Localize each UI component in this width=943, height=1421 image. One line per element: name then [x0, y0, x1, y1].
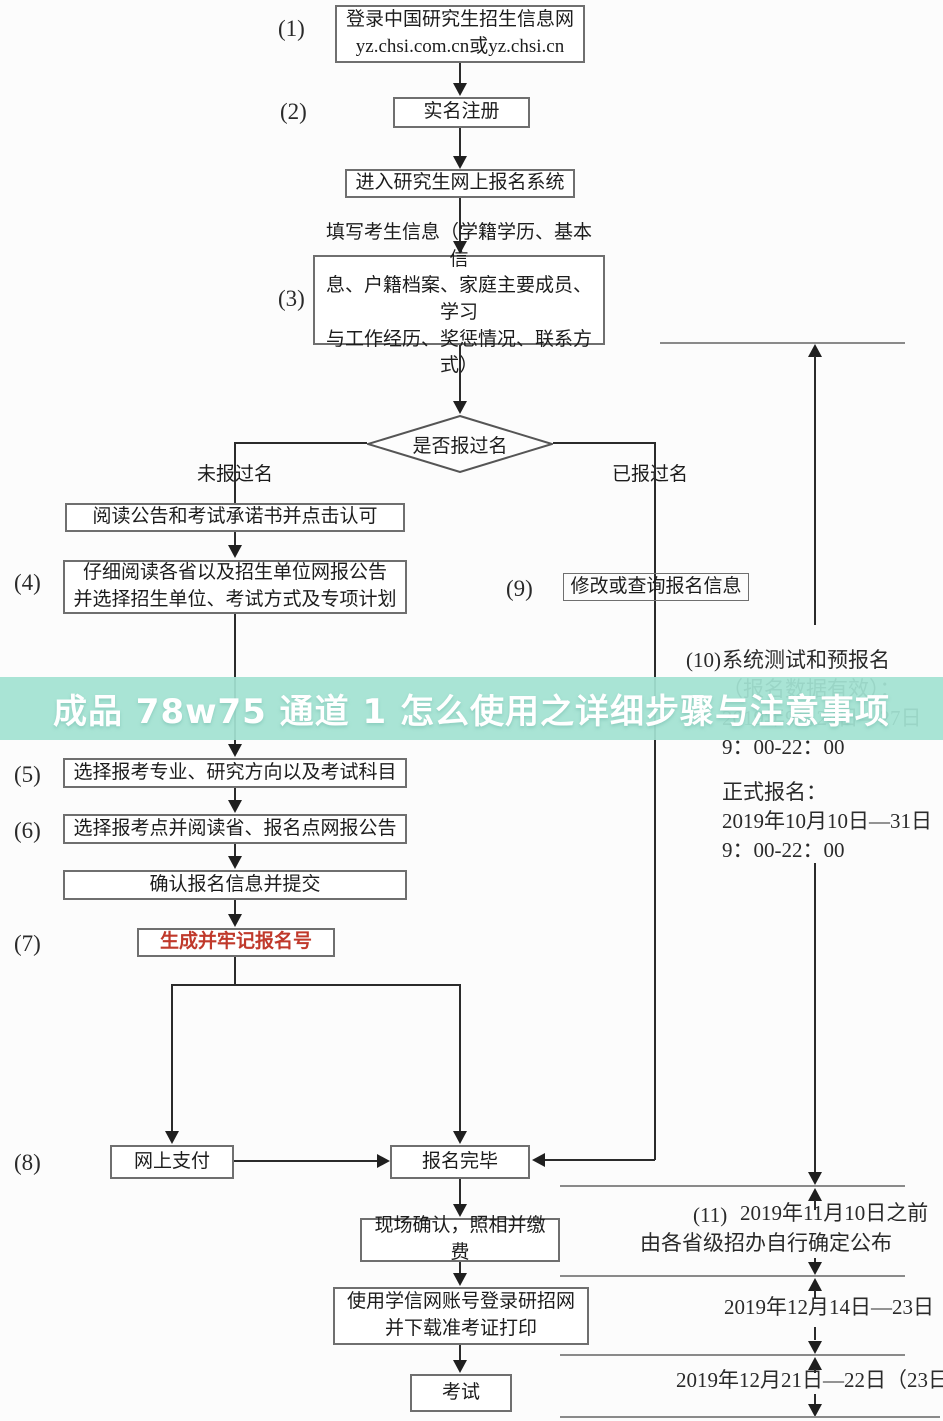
- flow-line: [654, 442, 656, 1160]
- arrowhead-down-icon: [808, 1404, 822, 1417]
- choose-site-box: 选择报考点并阅读省、报名点网报公告: [63, 814, 407, 844]
- step7-number: (7): [14, 931, 41, 956]
- flow-line: [234, 788, 236, 800]
- decision-diamond: 是否报过名: [364, 414, 556, 474]
- note12-text: 2019年12月14日—23日: [724, 1295, 934, 1319]
- arrowhead-up-icon: [808, 1188, 822, 1201]
- arrowhead-down-icon: [808, 1172, 822, 1185]
- read-notice-box: 阅读公告和考试承诺书并点击认可: [65, 503, 405, 532]
- note11-line2: 由各省级招办自行确定公布: [640, 1231, 892, 1255]
- online-pay-box: 网上支付: [110, 1145, 234, 1179]
- flow-line: [234, 900, 236, 914]
- exam-box: 考试: [410, 1374, 512, 1412]
- flow-line: [234, 957, 236, 985]
- step8-number: (8): [14, 1150, 41, 1175]
- print-ticket-box: 使用学信网账号登录研招网 并下载准考证打印: [333, 1287, 589, 1345]
- timeline-separator: [560, 1354, 905, 1356]
- flow-line: [234, 844, 236, 856]
- flow-line: [553, 442, 656, 444]
- flow-line: [459, 198, 461, 241]
- flow-line: [459, 984, 461, 1131]
- flow-line: [545, 1159, 655, 1161]
- arrowhead-down-icon: [228, 744, 242, 757]
- timeline-separator: [560, 1185, 905, 1187]
- arrowhead-down-icon: [453, 1273, 467, 1286]
- timeline-line: [814, 1290, 816, 1298]
- note10-line: 系统测试和预报名: [722, 648, 890, 672]
- confirm-submit-box: 确认报名信息并提交: [63, 870, 407, 900]
- timeline-line: [814, 1200, 816, 1210]
- note11-number: (11): [693, 1203, 728, 1227]
- register-box: 实名注册: [393, 97, 530, 128]
- remember-id-box: 生成并牢记报名号: [137, 928, 335, 957]
- arrowhead-down-icon: [453, 156, 467, 169]
- timeline-separator: [560, 1275, 905, 1277]
- enter-system-box: 进入研究生网上报名系统: [345, 169, 575, 198]
- branch-yes-label: 已报过名: [612, 464, 689, 485]
- promo-banner-text: 成品 78w75 通道 1 怎么使用之详细步骤与注意事项: [52, 692, 891, 732]
- arrowhead-up-icon: [808, 344, 822, 357]
- decision-label: 是否报过名: [412, 435, 508, 457]
- flow-line: [234, 442, 236, 503]
- arrowhead-down-icon: [453, 401, 467, 414]
- step3-number: (3): [278, 286, 305, 311]
- arrowhead-down-icon: [453, 83, 467, 96]
- arrowhead-right-icon: [377, 1154, 390, 1168]
- note11-line1: 2019年11月10日之前: [740, 1201, 929, 1225]
- arrowhead-down-icon: [453, 241, 467, 254]
- flow-line: [459, 1179, 461, 1205]
- step5-number: (5): [14, 762, 41, 787]
- note10-number: (10): [686, 648, 721, 672]
- timeline-separator: [660, 342, 905, 344]
- step9-number: (9): [506, 576, 533, 601]
- login-box: 登录中国研究生招生信息网 yz.chsi.com.cn或yz.chsi.cn: [335, 5, 585, 63]
- read-province-box: 仔细阅读各省以及招生单位网报公告 并选择招生单位、考试方式及专项计划: [63, 560, 407, 614]
- arrowhead-down-icon: [228, 914, 242, 927]
- note10-line: 2019年10月10日—31日: [722, 809, 932, 833]
- promo-banner: 成品 78w75 通道 1 怎么使用之详细步骤与注意事项: [0, 677, 943, 740]
- flow-line: [234, 1160, 377, 1162]
- step6-number: (6): [14, 818, 41, 843]
- note13-text: 2019年12月21日—22日（23日）: [676, 1368, 943, 1392]
- choose-major-box: 选择报考专业、研究方向以及考试科目: [63, 758, 407, 788]
- timeline-line: [814, 1369, 816, 1373]
- arrowhead-down-icon: [228, 856, 242, 869]
- note10-line: 9：00-22：00: [722, 838, 845, 862]
- flow-line: [459, 345, 461, 401]
- flow-line: [459, 1345, 461, 1361]
- arrowhead-down-icon: [228, 545, 242, 558]
- timeline-line: [814, 863, 816, 1173]
- arrowhead-up-icon: [808, 1278, 822, 1291]
- step2-number: (2): [280, 99, 307, 124]
- step1-number: (1): [278, 16, 305, 41]
- timeline-separator: [560, 1416, 940, 1418]
- flow-line: [171, 984, 461, 986]
- flow-line: [235, 442, 367, 444]
- note10-line: 正式报名：: [722, 780, 827, 804]
- step4-number: (4): [14, 570, 41, 595]
- arrowhead-down-icon: [165, 1131, 179, 1144]
- diamond-shape: [364, 414, 556, 474]
- arrowhead-down-icon: [808, 1341, 822, 1354]
- flow-line: [459, 1262, 461, 1274]
- done-box: 报名完毕: [390, 1145, 530, 1179]
- flow-line: [171, 984, 173, 1131]
- arrowhead-left-icon: [532, 1153, 545, 1167]
- arrowhead-up-icon: [808, 1357, 822, 1370]
- timeline-line: [814, 1394, 816, 1404]
- arrowhead-down-icon: [453, 1131, 467, 1144]
- arrowhead-down-icon: [453, 1204, 467, 1217]
- fill-info-box: 填写考生信息（学籍学历、基本信 息、户籍档案、家庭主要成员、学习 与工作经历、奖…: [313, 222, 605, 376]
- flow-line: [459, 128, 461, 156]
- timeline-line: [814, 1327, 816, 1340]
- flow-line: [234, 532, 236, 545]
- onsite-confirm-box: 现场确认，照相并缴费: [360, 1215, 560, 1263]
- timeline-line: [814, 1258, 816, 1263]
- modify-query-box: 修改或查询报名信息: [563, 573, 749, 601]
- arrowhead-down-icon: [228, 800, 242, 813]
- arrowhead-down-icon: [808, 1262, 822, 1275]
- arrowhead-down-icon: [453, 1360, 467, 1373]
- timeline-line: [814, 356, 816, 625]
- flow-line: [459, 63, 461, 84]
